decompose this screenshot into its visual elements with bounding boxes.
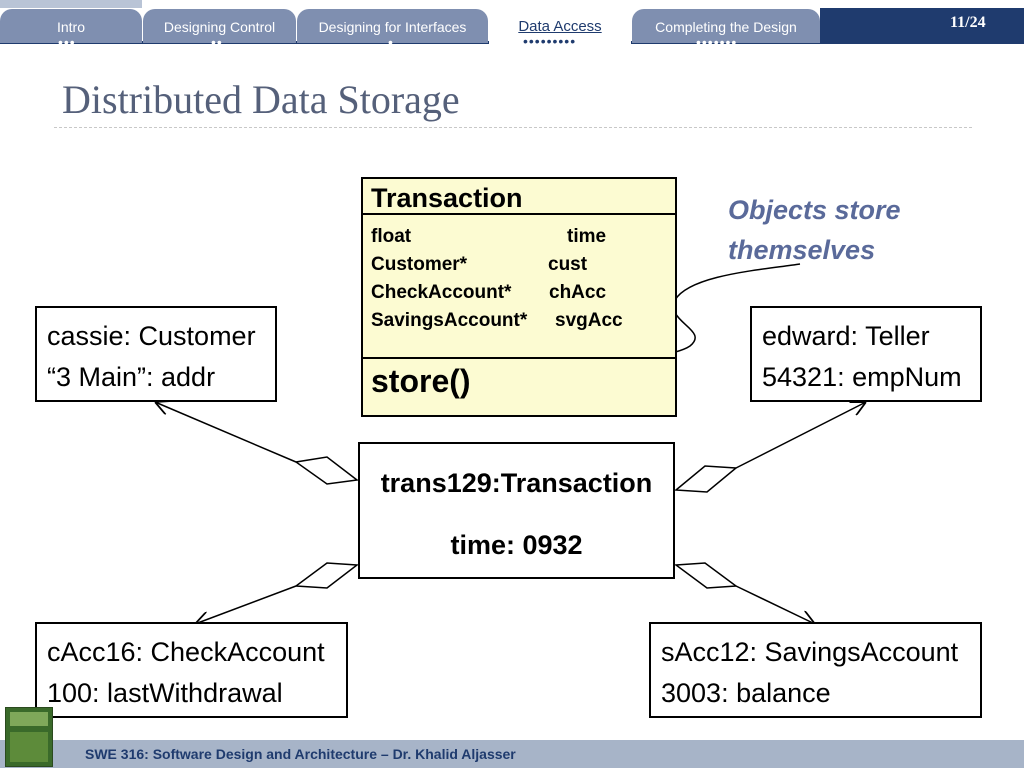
attribute-type: SavingsAccount* bbox=[371, 310, 528, 331]
object-customer-box: cassie: Customer “3 Main”: addr bbox=[35, 306, 277, 402]
tab-completing-design-label: Completing the Design bbox=[655, 19, 797, 35]
class-transaction-box: Transaction float time Customer* cust Ch… bbox=[361, 177, 677, 417]
annotation-note: Objects store themselves bbox=[728, 190, 901, 270]
attribute-type: CheckAccount* bbox=[371, 282, 512, 303]
class-operations-divider bbox=[363, 357, 675, 359]
object-teller-box: edward: Teller 54321: empNum bbox=[750, 306, 982, 402]
tab-designing-control[interactable]: Designing Control •• bbox=[143, 9, 296, 50]
object-savings-box: sAcc12: SavingsAccount 3003: balance bbox=[649, 622, 982, 718]
attribute-name: cust bbox=[548, 254, 588, 275]
slide-title: Distributed Data Storage bbox=[62, 77, 460, 122]
book-cover-image bbox=[5, 707, 53, 767]
object-savings-name: sAcc12: SavingsAccount bbox=[661, 637, 959, 667]
tab-data-access[interactable]: Data Access ••••••••• bbox=[489, 8, 631, 49]
footer-text: SWE 316: Software Design and Architectur… bbox=[85, 746, 516, 762]
top-nav-bar: Intro ••• Designing Control •• Designing… bbox=[0, 0, 1024, 50]
slide-footer: SWE 316: Software Design and Architectur… bbox=[0, 740, 1024, 768]
object-transaction-name: trans129:Transaction bbox=[380, 468, 653, 498]
class-name-divider bbox=[363, 213, 675, 215]
tab-intro-label: Intro bbox=[56, 19, 85, 35]
nav-accent-strip bbox=[0, 0, 142, 8]
object-check-name: cAcc16: CheckAccount bbox=[47, 637, 325, 667]
object-transaction-box: trans129:Transaction time: 0932 bbox=[358, 442, 675, 579]
object-transaction-attr: time: 0932 bbox=[450, 530, 583, 560]
attribute-type: Customer* bbox=[371, 254, 468, 275]
tab-intro[interactable]: Intro ••• bbox=[0, 9, 142, 50]
tab-designing-interfaces-progress: • bbox=[388, 34, 394, 50]
nav-right-panel bbox=[820, 8, 1024, 44]
tab-completing-design-progress: ••••••• bbox=[696, 34, 738, 50]
book-cover-art bbox=[10, 732, 48, 762]
object-teller-attr: 54321: empNum bbox=[762, 362, 962, 392]
tab-designing-control-label: Designing Control bbox=[163, 19, 276, 35]
object-customer-name: cassie: Customer bbox=[47, 321, 256, 351]
link-transaction-savings bbox=[673, 562, 815, 624]
object-customer-attr: “3 Main”: addr bbox=[47, 362, 216, 392]
class-name: Transaction bbox=[371, 183, 523, 213]
attribute-name: time bbox=[567, 226, 607, 247]
object-check-attr: 100: lastWithdrawal bbox=[47, 678, 283, 708]
note-line-2: themselves bbox=[728, 235, 876, 265]
attribute-name: svgAcc bbox=[555, 310, 623, 331]
book-cover-title-band bbox=[10, 712, 48, 726]
tab-designing-interfaces[interactable]: Designing for Interfaces • bbox=[297, 9, 488, 50]
tab-intro-progress: ••• bbox=[58, 34, 76, 50]
object-savings-attr: 3003: balance bbox=[661, 678, 831, 708]
attribute-name: chAcc bbox=[549, 282, 607, 303]
attribute-type: float bbox=[371, 226, 412, 247]
tab-data-access-label: Data Access bbox=[518, 18, 602, 35]
tab-completing-design[interactable]: Completing the Design ••••••• bbox=[632, 9, 820, 50]
page-number: 11/24 bbox=[950, 14, 986, 31]
link-transaction-check bbox=[195, 562, 360, 624]
object-teller-name: edward: Teller bbox=[762, 321, 930, 351]
tab-data-access-progress: ••••••••• bbox=[523, 33, 577, 49]
note-line-1: Objects store bbox=[728, 195, 901, 225]
class-operation: store() bbox=[371, 363, 471, 399]
tab-designing-interfaces-label: Designing for Interfaces bbox=[318, 19, 467, 35]
tab-designing-control-progress: •• bbox=[211, 34, 223, 50]
object-check-box: cAcc16: CheckAccount 100: lastWithdrawal bbox=[35, 622, 348, 718]
link-transaction-customer bbox=[155, 402, 359, 485]
link-transaction-teller bbox=[674, 402, 866, 493]
title-divider bbox=[54, 127, 972, 128]
